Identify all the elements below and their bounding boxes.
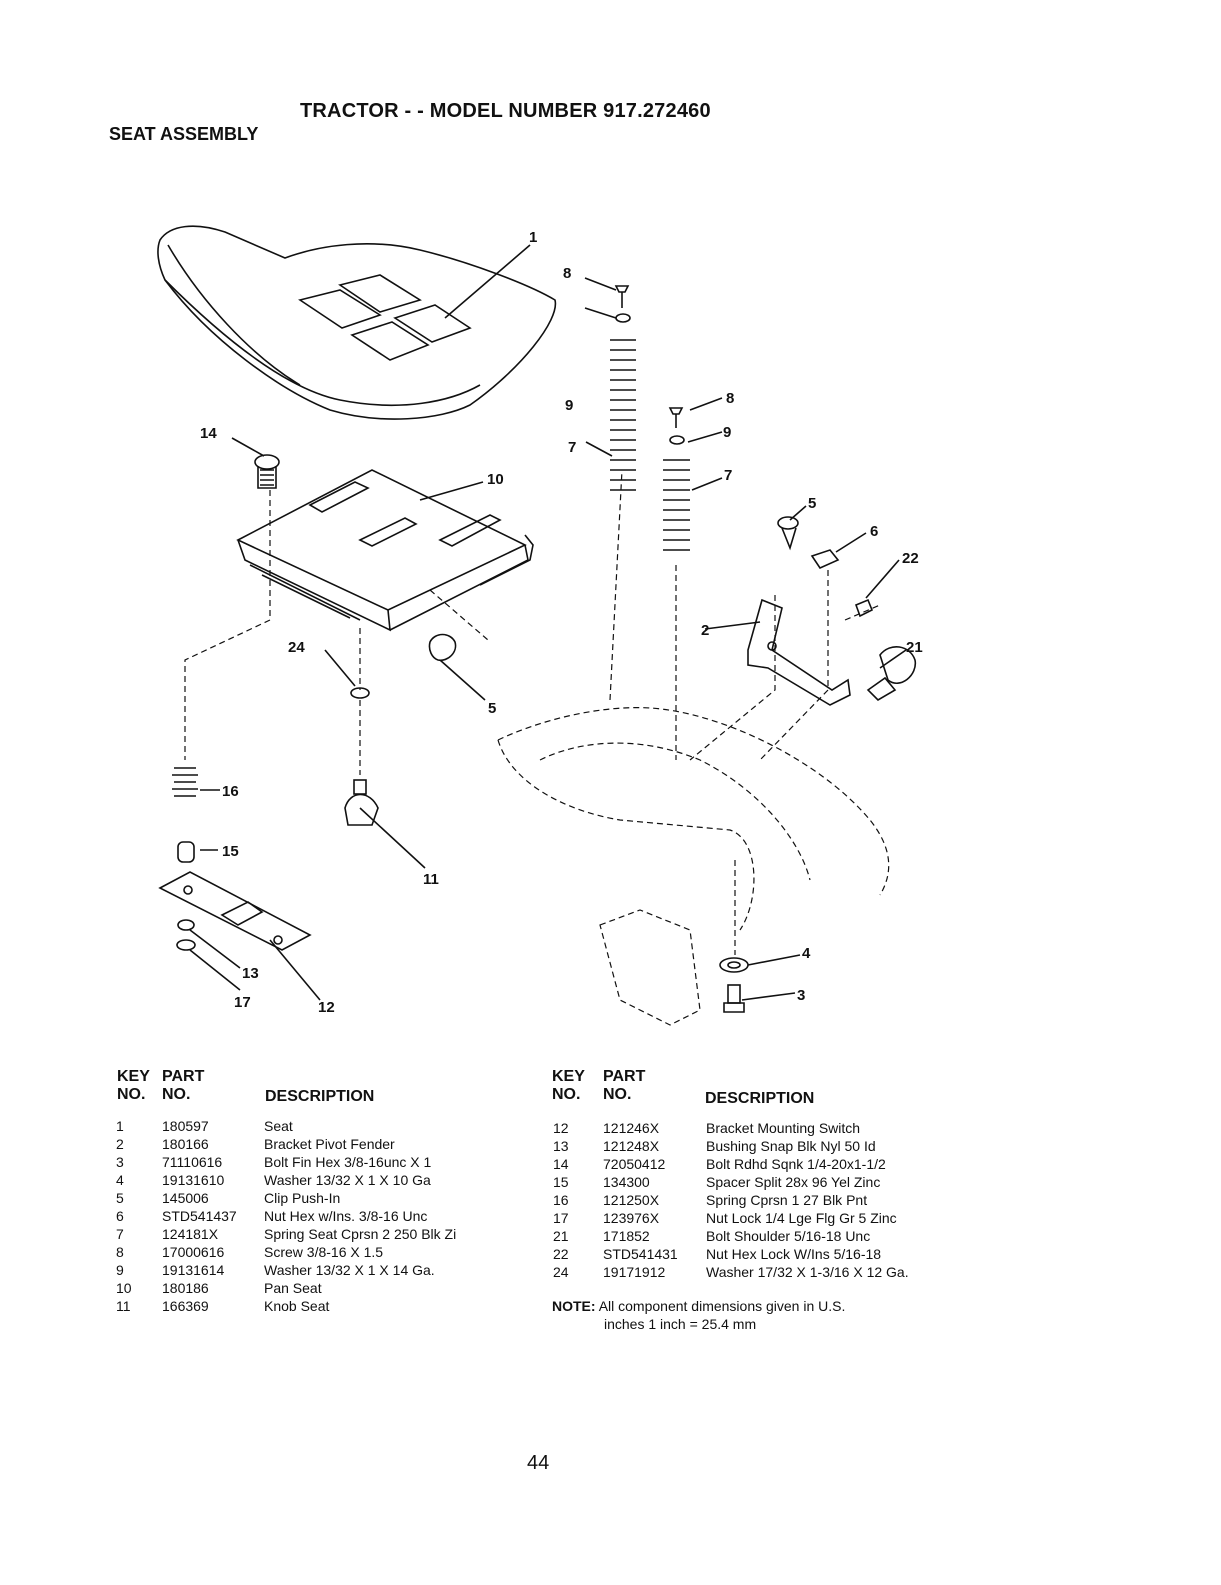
part-no-header: PART NO. [603, 1068, 646, 1103]
fender-outline [184, 469, 890, 1026]
callout: 13 [242, 965, 259, 982]
note-label: NOTE: [552, 1298, 596, 1314]
callout: 2 [701, 622, 709, 639]
callout: 21 [906, 639, 923, 656]
spring-stack-drawing [610, 285, 690, 551]
fender-hardware-drawing [719, 957, 749, 1013]
callout: 16 [222, 783, 239, 800]
callout: 4 [802, 945, 811, 962]
callout: 9 [723, 424, 731, 441]
callout: 24 [288, 639, 305, 656]
callout: 1 [529, 229, 537, 246]
dimensions-note: NOTE: All component dimensions given in … [552, 1297, 845, 1333]
carriage-bolt-drawing [254, 454, 280, 489]
callout: 5 [808, 495, 816, 512]
callout: 8 [726, 390, 734, 407]
section-title: SEAT ASSEMBLY [109, 124, 259, 144]
callout: 6 [870, 523, 878, 540]
callout: 17 [234, 994, 251, 1011]
part-no-header: PART NO. [162, 1068, 205, 1103]
page-number: 44 [527, 1452, 550, 1474]
callout: 15 [222, 843, 239, 860]
callout: 7 [724, 467, 732, 484]
callout: 3 [797, 987, 805, 1004]
seat-drawing [157, 225, 557, 420]
note-line: inches 1 inch = 25.4 mm [604, 1316, 757, 1332]
note-line: All component dimensions given in U.S. [598, 1298, 846, 1314]
description-header: DESCRIPTION [265, 1088, 375, 1105]
callout: 9 [565, 397, 573, 414]
callout: 5 [488, 700, 496, 717]
pan-seat-drawing [236, 469, 534, 632]
key-no-header: KEY NO. [552, 1068, 585, 1103]
key-no-header: KEY NO. [117, 1068, 150, 1103]
callout: 10 [487, 471, 504, 488]
left-hardware-drawing [158, 633, 457, 951]
description-header: DESCRIPTION [705, 1090, 815, 1107]
callout: 14 [200, 425, 217, 442]
page-title: TRACTOR - - MODEL NUMBER 917.272460 [300, 100, 711, 122]
callout-numbers: 1 2 3 4 5 5 6 7 7 8 8 9 9 10 11 12 13 14… [200, 229, 923, 1016]
exploded-parts-diagram: 1 2 3 4 5 5 6 7 7 8 8 9 9 10 11 12 13 14… [157, 225, 923, 1026]
pivot-bracket-drawing [747, 516, 916, 706]
callout: 12 [318, 999, 335, 1016]
callout: 7 [568, 439, 576, 456]
leader-lines [189, 244, 907, 1001]
callout: 22 [902, 550, 919, 567]
callout: 11 [423, 871, 439, 888]
callout: 8 [563, 265, 571, 282]
